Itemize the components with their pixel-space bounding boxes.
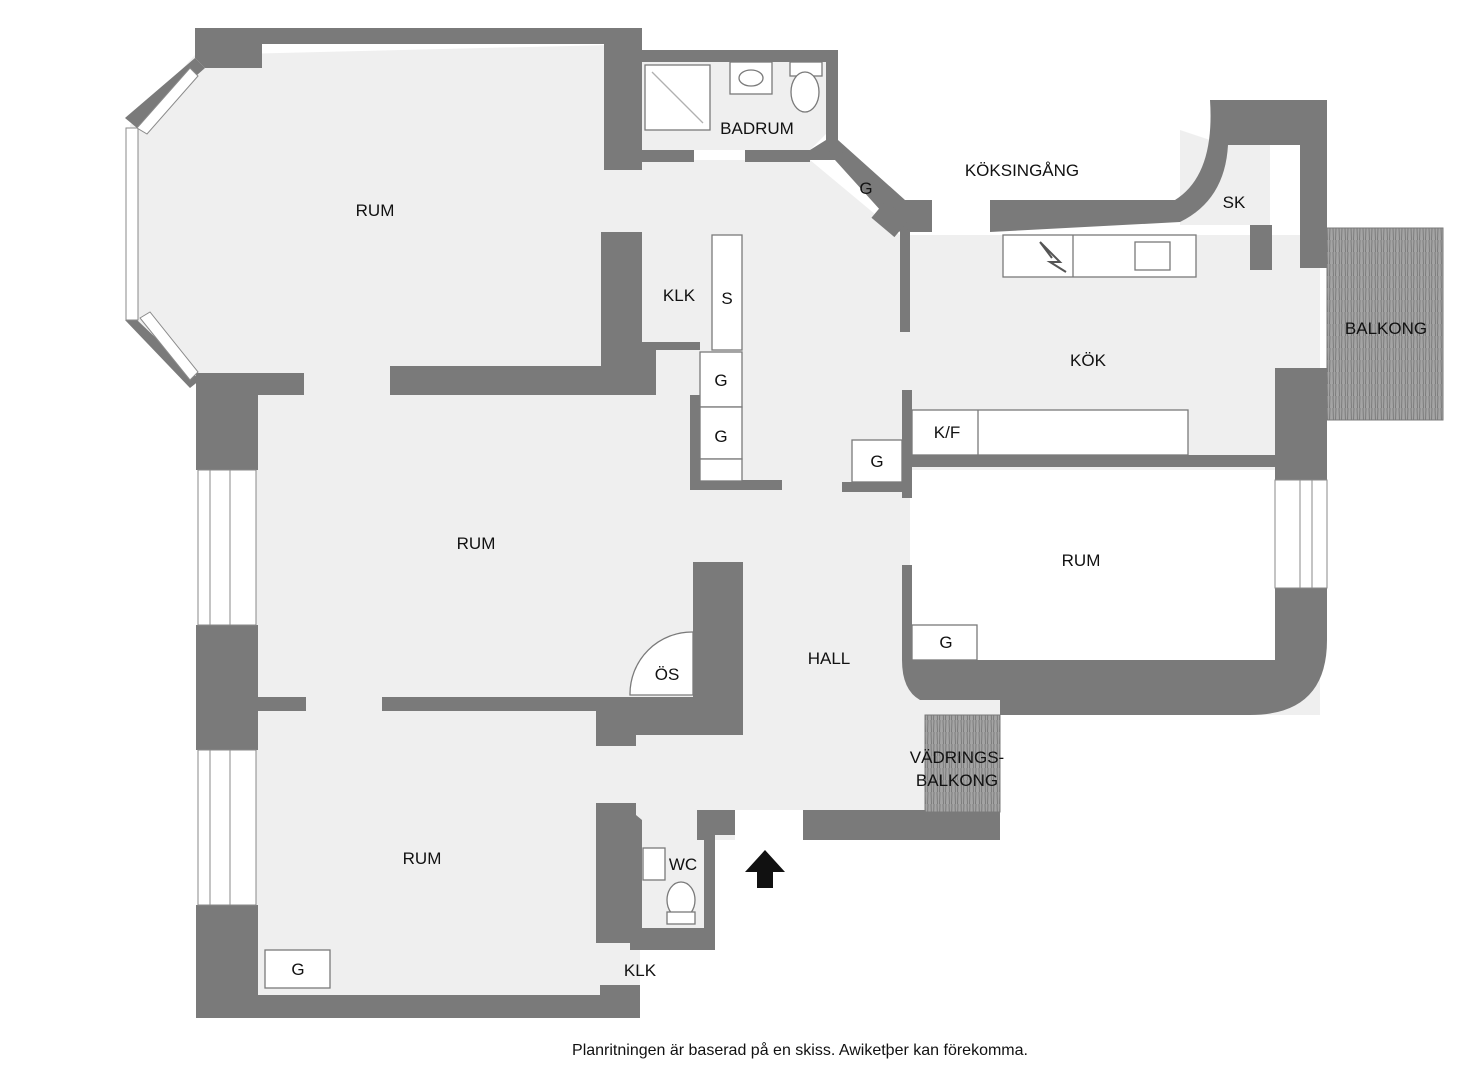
label-vadrings-2: BALKONG <box>916 771 998 790</box>
label-klk-top: KLK <box>663 286 696 305</box>
closet-g-rum-bottom <box>264 949 331 989</box>
fridge-symbol <box>1039 241 1067 273</box>
label-klk-bottom: KLK <box>624 961 657 980</box>
stove <box>1134 241 1171 271</box>
label-g-badrum: G <box>859 179 872 198</box>
label-s: S <box>721 289 732 308</box>
counter-kf <box>911 409 1189 456</box>
label-g-stack-2: G <box>714 427 727 446</box>
walls <box>125 28 1327 1018</box>
closet-g2 <box>699 406 743 460</box>
label-wc: WC <box>669 855 697 874</box>
floor-area <box>130 45 1320 995</box>
label-kf: K/F <box>934 423 960 442</box>
label-os: ÖS <box>655 665 680 684</box>
closet-g-hall <box>851 439 903 483</box>
entrance-arrow-icon <box>745 850 785 888</box>
closet-g3 <box>699 458 743 482</box>
label-rum-top-left: RUM <box>356 201 395 220</box>
label-g-rum-right: G <box>939 633 952 652</box>
closet-labels: G G G G G G <box>291 179 952 979</box>
sink-wc <box>642 847 666 881</box>
disclaimer-text: Planritningen är baserad på en skiss. Aw… <box>572 1041 1028 1059</box>
closet-g1 <box>699 351 743 408</box>
label-balkong: BALKONG <box>1345 319 1427 338</box>
label-rum-middle: RUM <box>457 534 496 553</box>
balcony-east <box>1326 227 1444 421</box>
label-kok: KÖK <box>1070 351 1107 370</box>
label-g-stack-1: G <box>714 371 727 390</box>
label-g-hall: G <box>870 452 883 471</box>
balcony-airing <box>924 714 1001 813</box>
closet-g-rum-right <box>911 624 978 661</box>
door-swing-os <box>629 631 694 696</box>
label-sk: SK <box>1223 193 1246 212</box>
label-rum-bottom: RUM <box>403 849 442 868</box>
label-badrum: BADRUM <box>720 119 794 138</box>
label-vadrings-1: VÄDRINGS- <box>910 748 1004 767</box>
label-rum-right: RUM <box>1062 551 1101 570</box>
room-labels: RUM BADRUM KÖKSINGÅNG SK KLK S KÖK BALKO… <box>356 119 1427 980</box>
fixtures <box>264 61 1197 989</box>
windows <box>125 67 1328 906</box>
label-g-rum-bottom: G <box>291 960 304 979</box>
closet-s <box>711 234 743 351</box>
label-koksingang: KÖKSINGÅNG <box>965 161 1079 180</box>
label-hall: HALL <box>808 649 851 668</box>
